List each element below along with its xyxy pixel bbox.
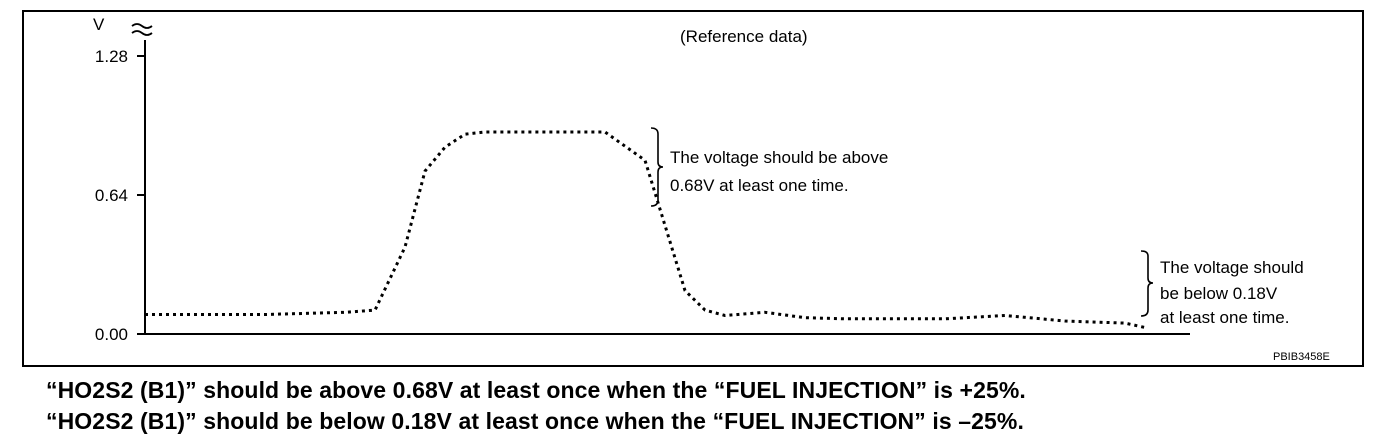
chart-title: (Reference data) <box>680 27 808 46</box>
chart-frame <box>22 10 1364 367</box>
upper-annotation-line1: The voltage should be above <box>670 148 888 167</box>
figure-id: PBIB3458E <box>1273 351 1330 363</box>
lower-annotation-line1: The voltage should <box>1160 258 1304 277</box>
y-tick-label: 0.64 <box>95 186 128 205</box>
axis-break-icon <box>131 23 153 36</box>
y-tick-label: 0.00 <box>95 325 128 344</box>
lower-brace <box>1140 250 1154 317</box>
caption-below: “HO2S2 (B1)” should be below 0.18V at le… <box>46 408 1024 434</box>
lower-annotation-line2: be below 0.18V <box>1160 284 1278 303</box>
y-axis-unit: V <box>93 15 105 34</box>
y-ticks: 1.28 0.64 0.00 <box>95 47 145 344</box>
upper-brace <box>650 127 664 207</box>
caption-above: “HO2S2 (B1)” should be above 0.68V at le… <box>46 377 1026 403</box>
series-layer <box>145 130 1146 329</box>
voltage-series-line <box>145 130 1146 329</box>
upper-annotation-line2: 0.68V at least one time. <box>670 176 849 195</box>
y-tick-label: 1.28 <box>95 47 128 66</box>
lower-annotation-line3: at least one time. <box>1160 308 1289 327</box>
